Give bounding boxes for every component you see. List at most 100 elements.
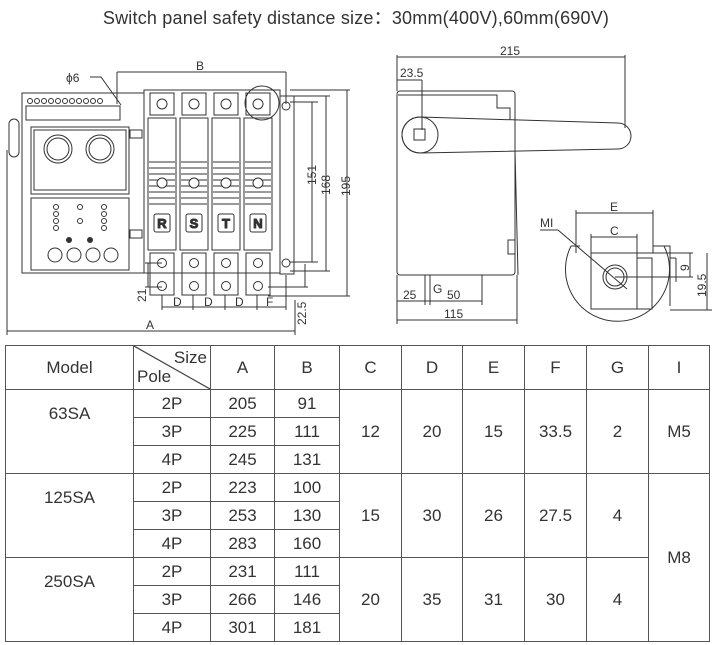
controller-window <box>30 126 130 195</box>
b-cell: 91 <box>274 389 340 418</box>
side-view <box>396 55 632 324</box>
label-G: G <box>433 282 442 296</box>
label-F: F <box>266 295 273 309</box>
a-cell: 301 <box>210 613 275 642</box>
label-195: 195 <box>339 176 353 196</box>
pole-label: R <box>157 216 167 231</box>
indicator-leds <box>53 204 107 243</box>
label-B: B <box>196 59 204 73</box>
a-cell: 283 <box>210 529 275 558</box>
label-151: 151 <box>305 165 319 185</box>
pole-cell: 2P <box>133 557 211 586</box>
a-cell: 253 <box>210 501 275 530</box>
pole-cell: 4P <box>133 613 211 642</box>
label-E: E <box>610 200 618 214</box>
detail-circle <box>244 85 280 121</box>
label-D: D <box>173 295 182 309</box>
label-50: 50 <box>447 288 461 302</box>
b-cell: 130 <box>274 501 340 530</box>
i-cell: M8 <box>648 473 710 642</box>
model-cell: 63SA <box>5 389 134 474</box>
header-pole: Pole <box>137 367 172 386</box>
label-168: 168 <box>319 175 333 195</box>
a-cell: 205 <box>210 389 275 418</box>
header-C: C <box>339 345 402 390</box>
header-A: A <box>210 345 275 390</box>
pole-N: N <box>243 92 273 296</box>
label-23-5: 23.5 <box>400 66 424 80</box>
b-cell: 160 <box>274 529 340 558</box>
header-G: G <box>586 345 649 390</box>
handle-icon <box>8 118 20 158</box>
i-cell: M5 <box>648 389 710 474</box>
g-cell: 4 <box>586 473 649 558</box>
pole-R: R <box>147 92 177 296</box>
detail-view <box>540 210 712 322</box>
header-I: I <box>648 345 710 390</box>
c-cell: 12 <box>339 389 402 474</box>
pole-label: S <box>190 216 199 231</box>
header-model: Model <box>5 345 134 390</box>
pole-cell: 3P <box>133 501 211 530</box>
label-215: 215 <box>500 44 520 58</box>
right-plate <box>279 95 295 275</box>
label-19-5: 19.5 <box>695 273 709 297</box>
header-E: E <box>462 345 525 390</box>
header-B: B <box>274 345 340 390</box>
label-25: 25 <box>403 288 417 302</box>
model-cell: 125SA <box>5 473 134 558</box>
b-cell: 100 <box>274 473 340 502</box>
operating-handle <box>401 116 632 154</box>
label-MI: MI <box>540 216 553 230</box>
a-cell: 231 <box>210 557 275 586</box>
label-22-5: 22.5 <box>295 301 309 325</box>
g-cell: 4 <box>586 557 649 642</box>
d-cell: 35 <box>401 557 463 642</box>
header-size: Size <box>173 348 207 367</box>
label-21: 21 <box>135 288 149 302</box>
b-cell: 131 <box>274 445 340 474</box>
indicator-panel <box>30 197 130 271</box>
c-cell: 15 <box>339 473 402 558</box>
header-F: F <box>524 345 587 390</box>
pole-cell: 4P <box>133 529 211 558</box>
pole-cell: 3P <box>133 585 211 614</box>
label-A: A <box>146 318 154 332</box>
b-cell: 181 <box>274 613 340 642</box>
model-cell: 250SA <box>5 557 134 642</box>
side-body <box>396 90 516 276</box>
label-115: 115 <box>444 307 463 321</box>
c-cell: 20 <box>339 557 402 642</box>
e-cell: 31 <box>462 557 525 642</box>
a-cell: 225 <box>210 417 275 446</box>
label-D: D <box>235 295 244 309</box>
header-D: D <box>401 345 463 390</box>
b-cell: 111 <box>274 557 340 586</box>
b-cell: 146 <box>274 585 340 614</box>
page-title: Switch panel safety distance size：30mm(4… <box>102 8 610 28</box>
pole-cell: 3P <box>133 417 211 446</box>
pole-T: T <box>211 92 241 296</box>
pole-cell: 4P <box>133 445 211 474</box>
buttons <box>47 247 119 263</box>
table-header-row: Model Size Pole A B C D E F G I <box>5 345 710 390</box>
e-cell: 15 <box>462 389 525 474</box>
pole-label: T <box>222 216 230 231</box>
d-cell: 20 <box>401 389 463 474</box>
b-cell: 111 <box>274 417 340 446</box>
label-C: C <box>610 224 619 238</box>
e-cell: 26 <box>462 473 525 558</box>
a-cell: 266 <box>210 585 275 614</box>
